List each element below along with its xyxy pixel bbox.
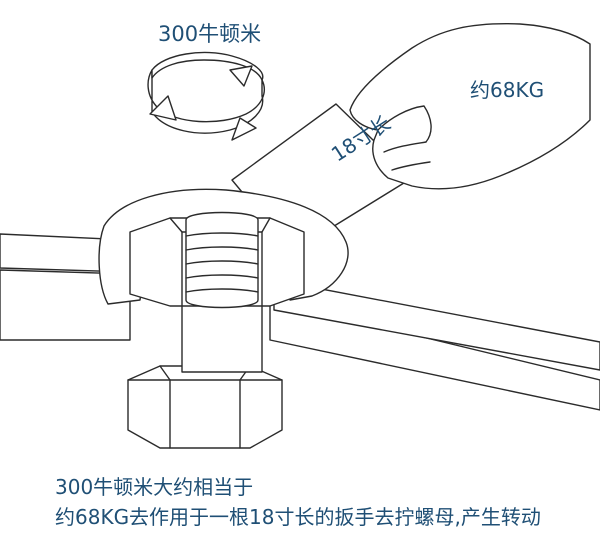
weight-label: 约68KG — [470, 78, 545, 102]
beam-lower — [0, 269, 131, 341]
hand-icon — [349, 23, 591, 190]
bolt-thread — [185, 211, 259, 309]
caption: 300牛顿米大约相当于 约68KG去作用于一根18寸长的扳手去拧螺母,产生转动 — [55, 472, 541, 532]
caption-line-2: 约68KG去作用于一根18寸长的扳手去拧螺母,产生转动 — [55, 505, 541, 529]
beam-lower-right — [269, 299, 600, 411]
caption-line-1: 300牛顿米大约相当于 — [55, 475, 254, 499]
bolt-shaft — [181, 299, 263, 373]
bottom-nut — [127, 365, 283, 449]
torque-label: 300牛顿米 — [158, 22, 262, 46]
rotation-arrow-icon — [147, 51, 265, 141]
